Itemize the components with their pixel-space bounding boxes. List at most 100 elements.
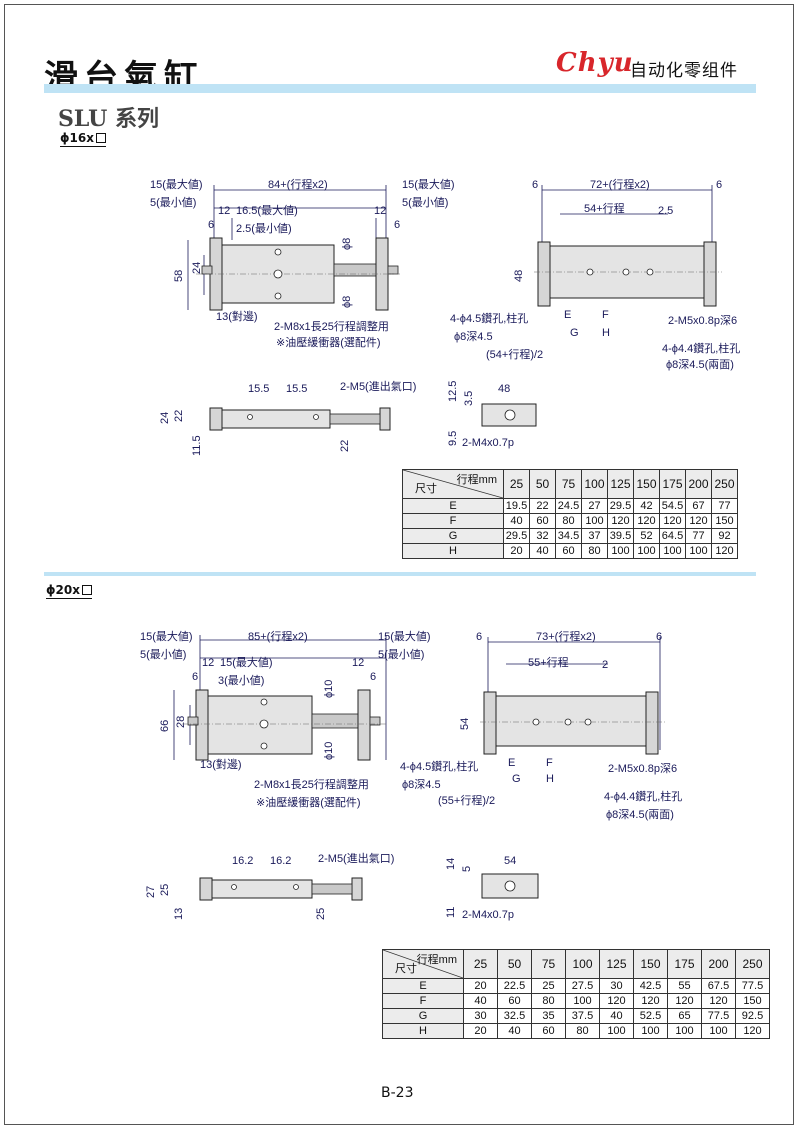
spec-label-20: ϕ20x bbox=[46, 583, 92, 599]
dim-22-b: 22 bbox=[339, 440, 351, 452]
dim-27: 27 bbox=[145, 886, 157, 898]
table-row: G 30 32.5 35 37.5 40 52.5 65 77.5 92.5 bbox=[382, 1008, 770, 1024]
note-m5: 2-M5x0.8p深6 bbox=[608, 762, 677, 775]
center-hole bbox=[504, 409, 516, 421]
table-cell: 25 bbox=[531, 978, 566, 994]
note-port: 2-M5(進出氣口) bbox=[318, 851, 394, 865]
table-cell: 52.5 bbox=[633, 1008, 668, 1024]
end-plate-right bbox=[645, 691, 659, 755]
table-cell: 52 bbox=[633, 528, 660, 544]
table-row-label: F bbox=[402, 513, 504, 529]
table-cell: 35 bbox=[531, 1008, 566, 1024]
table-col-header: 125 bbox=[607, 469, 634, 499]
cylinder-body bbox=[221, 409, 331, 429]
dim-E: E bbox=[564, 309, 571, 321]
port-a bbox=[231, 884, 237, 890]
table-cell: 40 bbox=[497, 1023, 532, 1039]
mount-hole-bottom bbox=[260, 742, 268, 750]
table-col-header: 250 bbox=[711, 469, 738, 499]
brand-logo: Chyu bbox=[556, 48, 634, 78]
dim-9-5: 9.5 bbox=[447, 431, 459, 446]
port-hole bbox=[259, 719, 269, 729]
table-col-header: 50 bbox=[497, 949, 532, 979]
table-cell: 40 bbox=[463, 993, 498, 1009]
note-m5: 2-M5x0.8p深6 bbox=[668, 314, 737, 327]
port-b bbox=[313, 414, 319, 420]
dim-11: 11 bbox=[445, 907, 457, 918]
dim-15max-left: 15(最大値) bbox=[150, 177, 203, 191]
note-8-deep-both: ϕ8深4.5(兩面) bbox=[606, 808, 674, 821]
piston-rod bbox=[311, 713, 361, 729]
table-cell: 34.5 bbox=[555, 528, 582, 544]
table-cell: 55 bbox=[667, 978, 702, 994]
table-cell: 22.5 bbox=[497, 978, 532, 994]
dim-5: 5 bbox=[461, 866, 473, 872]
hole-e bbox=[586, 268, 594, 276]
table-cell: 20 bbox=[503, 543, 530, 559]
dim-15max-left: 15(最大値) bbox=[140, 629, 193, 643]
table-cell: 30 bbox=[599, 978, 634, 994]
table-col-header: 25 bbox=[503, 469, 530, 499]
dim-5min-right: 5(最小値) bbox=[378, 648, 424, 661]
table-cell: 60 bbox=[555, 543, 582, 559]
table-cell: 65 bbox=[667, 1008, 702, 1024]
hole-f bbox=[622, 268, 630, 276]
top-view-drawing: 15(最大値) 5(最小値) 84+(行程x2) 15(最大値) 5(最小値) … bbox=[150, 177, 455, 349]
hole-f bbox=[564, 718, 572, 726]
side-view-drawing: 15.5 15.5 2-M5(進出氣口) 24 22 11.5 22 bbox=[159, 379, 416, 456]
brand-text: 自动化零组件 bbox=[630, 61, 738, 81]
table-cell: 30 bbox=[463, 1008, 498, 1024]
dim-6-left: 6 bbox=[208, 219, 214, 231]
table-row: E 19.5 22 24.5 27 29.5 42 54.5 67 77 bbox=[402, 498, 738, 514]
dim-54: 54 bbox=[504, 855, 516, 867]
dim-13-across-flats: 13(對邊) bbox=[200, 757, 242, 771]
table-cell: 20 bbox=[463, 1023, 498, 1039]
table-cell: 27 bbox=[581, 498, 608, 514]
dim-5min-left: 5(最小値) bbox=[140, 648, 186, 661]
table-cell: 100 bbox=[633, 1023, 668, 1039]
piston-rod bbox=[311, 883, 353, 895]
table-cell: 77.5 bbox=[735, 978, 770, 994]
table-cell: 22 bbox=[529, 498, 556, 514]
table-cell: 77.5 bbox=[701, 1008, 736, 1024]
table-cell: 64.5 bbox=[659, 528, 686, 544]
top-view-drawing: 15(最大値) 5(最小値) 85+(行程x2) 15(最大値) 5(最小値) … bbox=[140, 629, 431, 809]
dim-6-right: 6 bbox=[394, 219, 400, 231]
table-col-header: 50 bbox=[529, 469, 556, 499]
section-divider bbox=[44, 572, 756, 576]
spec-label-text: ϕ16x bbox=[60, 131, 94, 145]
table-cell: 60 bbox=[497, 993, 532, 1009]
table-corner-stroke: 行程mm bbox=[456, 474, 497, 486]
table-row: F 40 60 80 100 120 120 120 120 150 bbox=[402, 513, 738, 529]
table-row-label: E bbox=[402, 498, 504, 514]
table-cell: 60 bbox=[529, 513, 556, 529]
table-cell: 150 bbox=[735, 993, 770, 1009]
mount-hole-top bbox=[274, 248, 282, 256]
dim-G: G bbox=[570, 327, 579, 339]
dim-15max-right: 15(最大値) bbox=[402, 177, 455, 191]
stopper-right bbox=[387, 265, 399, 275]
dim-phi10-a: ϕ10 bbox=[323, 680, 335, 698]
dim-overall-length: 73+(行程x2) bbox=[536, 630, 596, 643]
small-end-view: 12.5 3.5 9.5 48 2-M4x0.7p bbox=[447, 381, 537, 449]
end-plate-right bbox=[703, 241, 717, 307]
table-cell: 120 bbox=[633, 513, 660, 529]
table-row: F 40 60 80 100 120 120 120 120 150 bbox=[382, 993, 770, 1009]
table-row: H 20 40 60 80 100 100 100 100 120 bbox=[402, 543, 738, 559]
port-b bbox=[293, 884, 299, 890]
stroke-table-16: 行程mm 尺寸 25 50 75 100 125 150 175 200 250… bbox=[402, 469, 738, 559]
hole-e bbox=[532, 718, 540, 726]
dim-24: 24 bbox=[159, 412, 171, 424]
dim-3-min: 3(最小値) bbox=[218, 674, 264, 687]
dim-height-24: 24 bbox=[191, 262, 203, 274]
dim-55-stroke: 55+行程 bbox=[528, 656, 569, 669]
table-cell: 39.5 bbox=[607, 528, 634, 544]
table-cell: 100 bbox=[607, 543, 634, 559]
dim-H: H bbox=[602, 327, 610, 339]
spec-label-16: ϕ16x bbox=[60, 131, 106, 147]
table-col-header: 125 bbox=[599, 949, 634, 979]
dim-15-5-b: 15.5 bbox=[286, 383, 307, 395]
note-8-deep: ϕ8深4.5 bbox=[402, 778, 441, 791]
dim-15max-right: 15(最大値) bbox=[378, 629, 431, 643]
note-4-hole: 4-ϕ4.5鑽孔,柱孔 bbox=[450, 311, 528, 325]
